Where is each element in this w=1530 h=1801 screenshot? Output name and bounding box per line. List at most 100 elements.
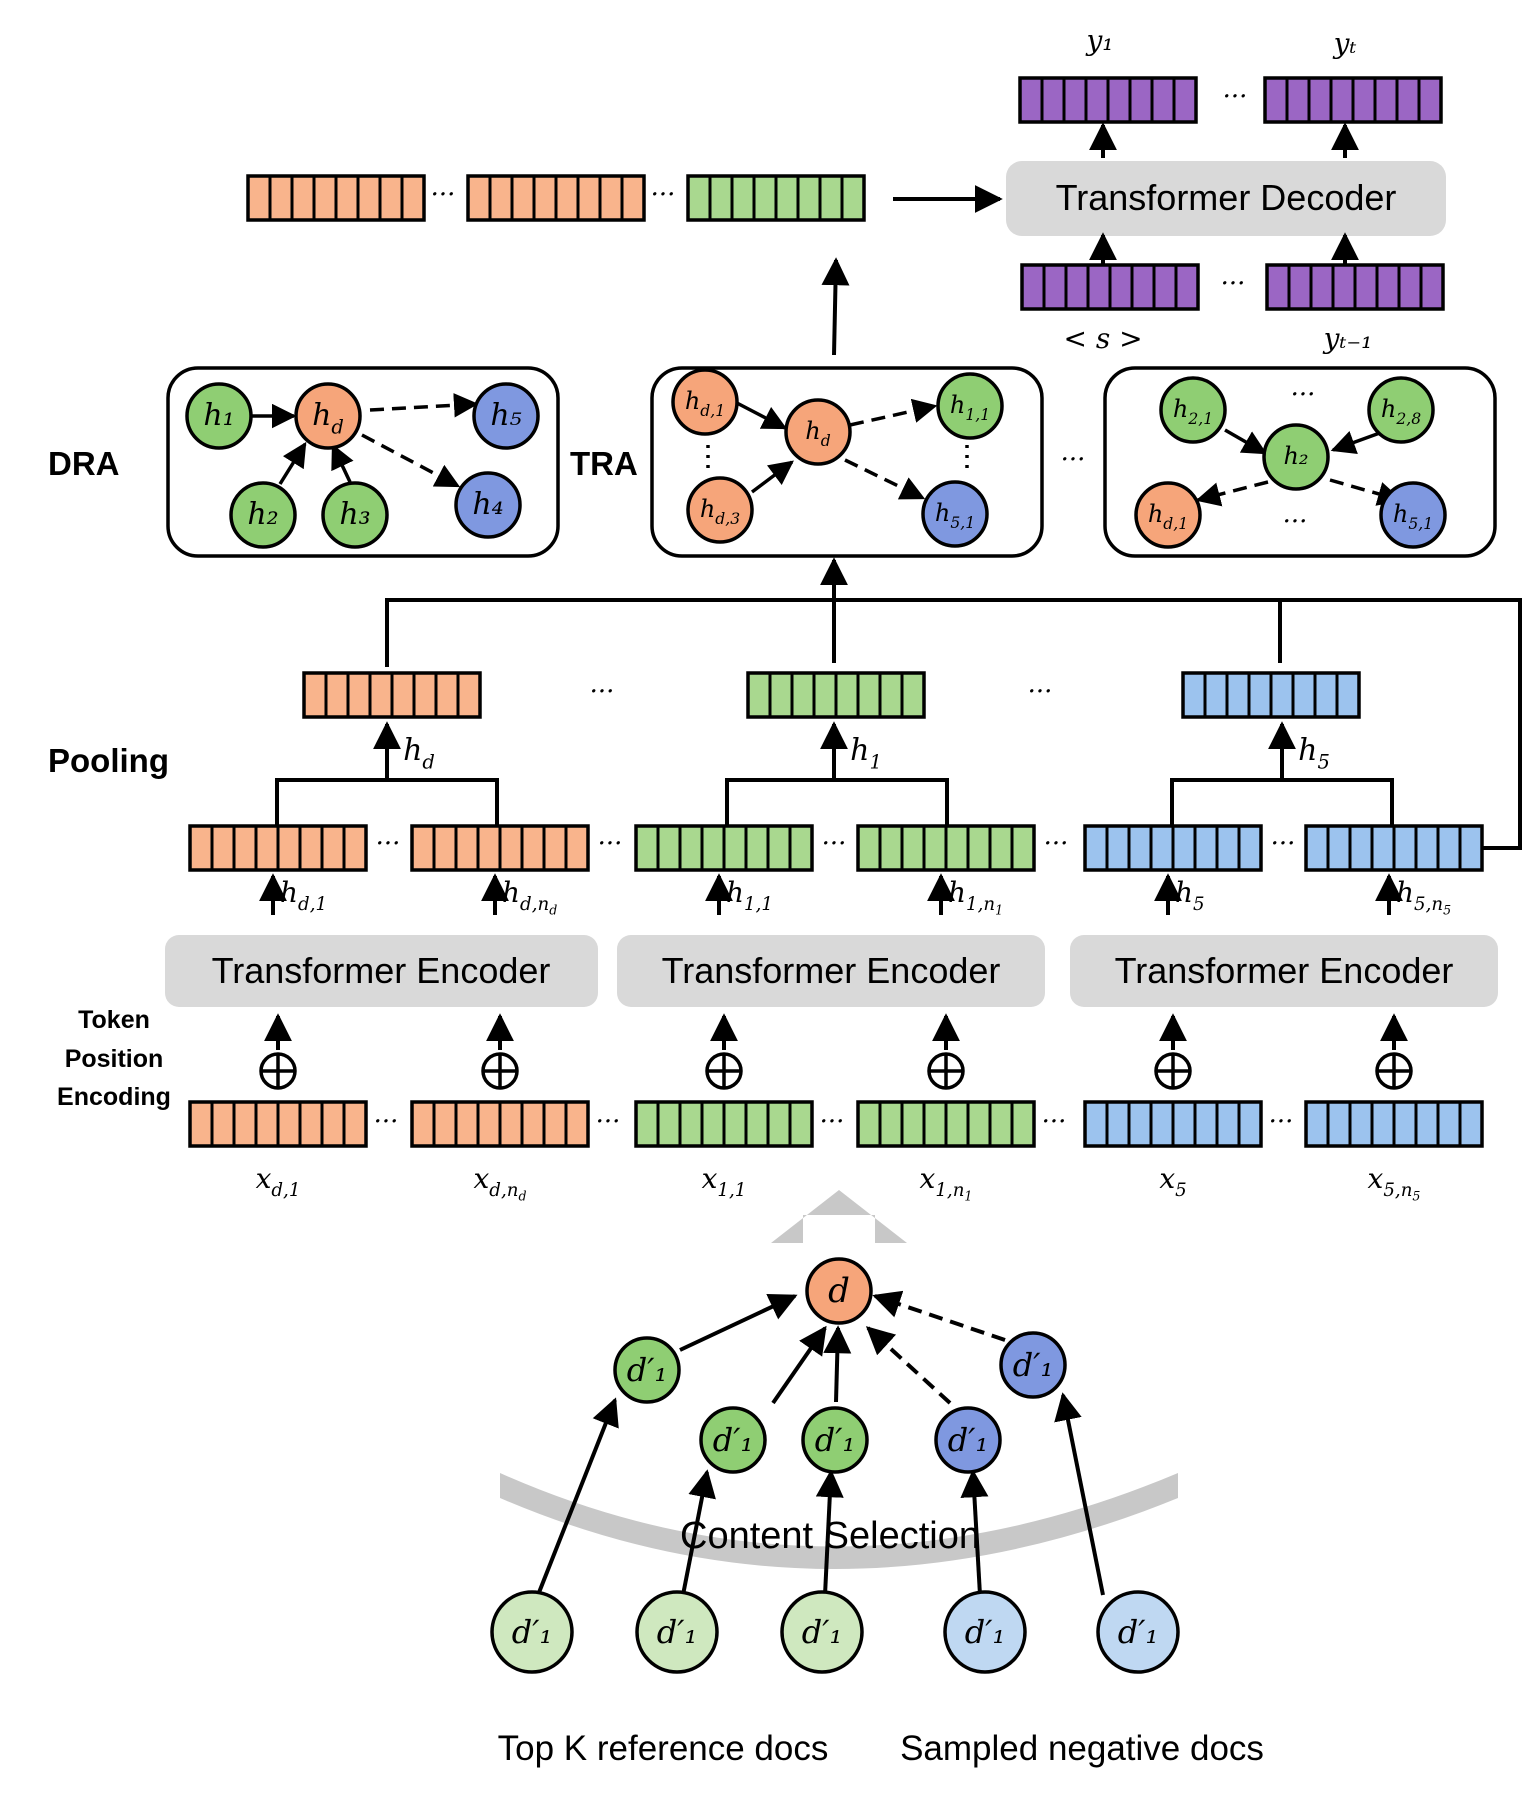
selected-doc-node-label: d′₁ (627, 1351, 668, 1389)
selected-doc-node-label: d′₁ (1013, 1346, 1054, 1384)
tra-node-h51: h5,1 (921, 480, 989, 548)
positional-add-icon (259, 1052, 297, 1090)
vector-green (746, 671, 926, 719)
third-node-h21: h2,1 (1159, 376, 1227, 444)
third-node-h21-label: h2,1 (1173, 395, 1213, 428)
dra-node-h3-label: h₃ (339, 497, 370, 532)
pooled-label: hd (403, 733, 435, 773)
selected-doc-node: d′₁ (934, 1406, 1002, 1474)
dra-node-hd-label: hd (312, 398, 344, 438)
input-label-first: < s > (1063, 322, 1142, 355)
vector-green (634, 1100, 814, 1148)
reference-doc-node-label: d′₁ (512, 1613, 553, 1651)
hidden-label: hd,1 (280, 876, 327, 915)
decoder-inputs: ··· < s > yₜ₋₁ (1020, 232, 1445, 355)
input-label-last: yₜ₋₁ (1322, 322, 1373, 355)
dra-node-h2: h₂ (229, 481, 297, 549)
selected-doc-node-label: d′₁ (713, 1421, 754, 1459)
vector-purple (1263, 76, 1443, 124)
big-up-arrow (771, 1190, 907, 1243)
ellipsis: ··· (1044, 829, 1069, 859)
hidden-label: h5,n5 (1396, 876, 1451, 917)
reference-doc-node: d′₁ (780, 1590, 864, 1674)
dra-edges (250, 393, 479, 488)
tra-node-h51-label: h5,1 (935, 499, 975, 532)
ellipsis: ··· (1283, 507, 1308, 537)
tra-label: TRA (570, 445, 638, 482)
input-label: x1,n1 (920, 1162, 973, 1203)
reference-doc-node: d′₁ (490, 1590, 574, 1674)
ellipsis: ··· (1221, 269, 1246, 299)
vector-orange (466, 174, 646, 222)
transformer-encoder-label: Transformer Encoder (212, 950, 551, 991)
vector-purple (1020, 263, 1200, 311)
tra-node-hd: hd (784, 398, 852, 466)
tra-node-hd3-label: hd,3 (700, 495, 740, 528)
tra-node-h11-label: h1,1 (950, 391, 990, 424)
vector-green (856, 824, 1036, 872)
ellipsis: ··· (1291, 380, 1316, 410)
vector-orange (410, 1100, 590, 1148)
target-doc-node: d (805, 1257, 873, 1325)
tra-node-hd1-label: hd,1 (685, 387, 725, 420)
selected-doc-node-label: d′₁ (815, 1421, 856, 1459)
dra-label: DRA (48, 445, 120, 482)
tra-node-hd3: hd,3 (686, 476, 754, 544)
tra-node-hd1: hd,1 (671, 368, 739, 436)
dra-node-h2-label: h₂ (247, 497, 278, 532)
ellipsis: ··· (820, 1107, 845, 1137)
transformer-decoder-box (1006, 161, 1446, 236)
third-node-hd1-label: hd,1 (1148, 500, 1188, 533)
tpe-label-line3: Encoding (57, 1083, 171, 1111)
concat-sequence: ··· ··· (246, 174, 866, 222)
pooled-label: h5 (1298, 733, 1330, 773)
pooled-vectors: ··· ··· (302, 671, 1361, 719)
third-node-h28-label: h2,8 (1381, 395, 1421, 428)
positional-add-icon (481, 1052, 519, 1090)
input-label: x5 (1159, 1162, 1186, 1201)
ellipsis: ··· (1271, 829, 1296, 859)
transformer-encoder-box (1070, 935, 1498, 1007)
vector-purple (1018, 76, 1198, 124)
ellipsis: ··· (1042, 1107, 1067, 1137)
dra-node-h3: h₃ (321, 481, 389, 549)
tra-edges (706, 398, 969, 500)
negative-doc-node-label: d′₁ (965, 1613, 1006, 1651)
token-input-vectors: xd,1···xd,nd···x1,1···x1,n1···x5···x5,n5 (188, 1013, 1484, 1203)
selected-doc-node-label: d′₁ (948, 1421, 989, 1459)
ellipsis: ··· (651, 180, 676, 210)
dra-node-h5-label: h₅ (490, 398, 521, 433)
target-doc-label: d (828, 1271, 850, 1311)
selected-doc-node: d′₁ (999, 1331, 1067, 1399)
reference-doc-node-label: d′₁ (657, 1613, 698, 1651)
selected-doc-node: d′₁ (699, 1406, 767, 1474)
vector-blue (1181, 671, 1361, 719)
ellipsis: ··· (590, 677, 615, 707)
dra-node-h4: h₄ (454, 471, 522, 539)
pooling-brackets: hd h1 h5 (275, 721, 1394, 838)
hidden-label: h1,n1 (948, 876, 1003, 917)
ellipsis: ··· (376, 829, 401, 859)
third-node-hd1: hd,1 (1134, 481, 1202, 549)
input-label: xd,nd (474, 1162, 527, 1203)
vector-blue (1083, 824, 1263, 872)
ellipsis: ··· (822, 829, 847, 859)
dra-node-h1-label: h₁ (203, 398, 234, 433)
transformer-encoder-box (165, 935, 598, 1007)
ellipsis: ··· (1061, 445, 1086, 475)
ellipsis: ··· (374, 1107, 399, 1137)
transformer-encoder-label: Transformer Encoder (662, 950, 1001, 991)
selected-doc-node: d′₁ (801, 1406, 869, 1474)
pooled-label: h1 (850, 733, 882, 773)
vector-orange (188, 1100, 368, 1148)
vector-green (634, 824, 814, 872)
output-label-first: y₁ (1084, 24, 1113, 57)
positional-add-icon (1375, 1052, 1413, 1090)
tpe-label-line1: Token (78, 1006, 150, 1034)
ellipsis: ··· (598, 829, 623, 859)
transformer-decoder-label: Transformer Decoder (1056, 177, 1397, 218)
decoder-outputs: ··· y₁ yₜ (1018, 24, 1443, 158)
ellipsis: ··· (431, 180, 456, 210)
third-node-h2: h₂ (1262, 423, 1330, 491)
